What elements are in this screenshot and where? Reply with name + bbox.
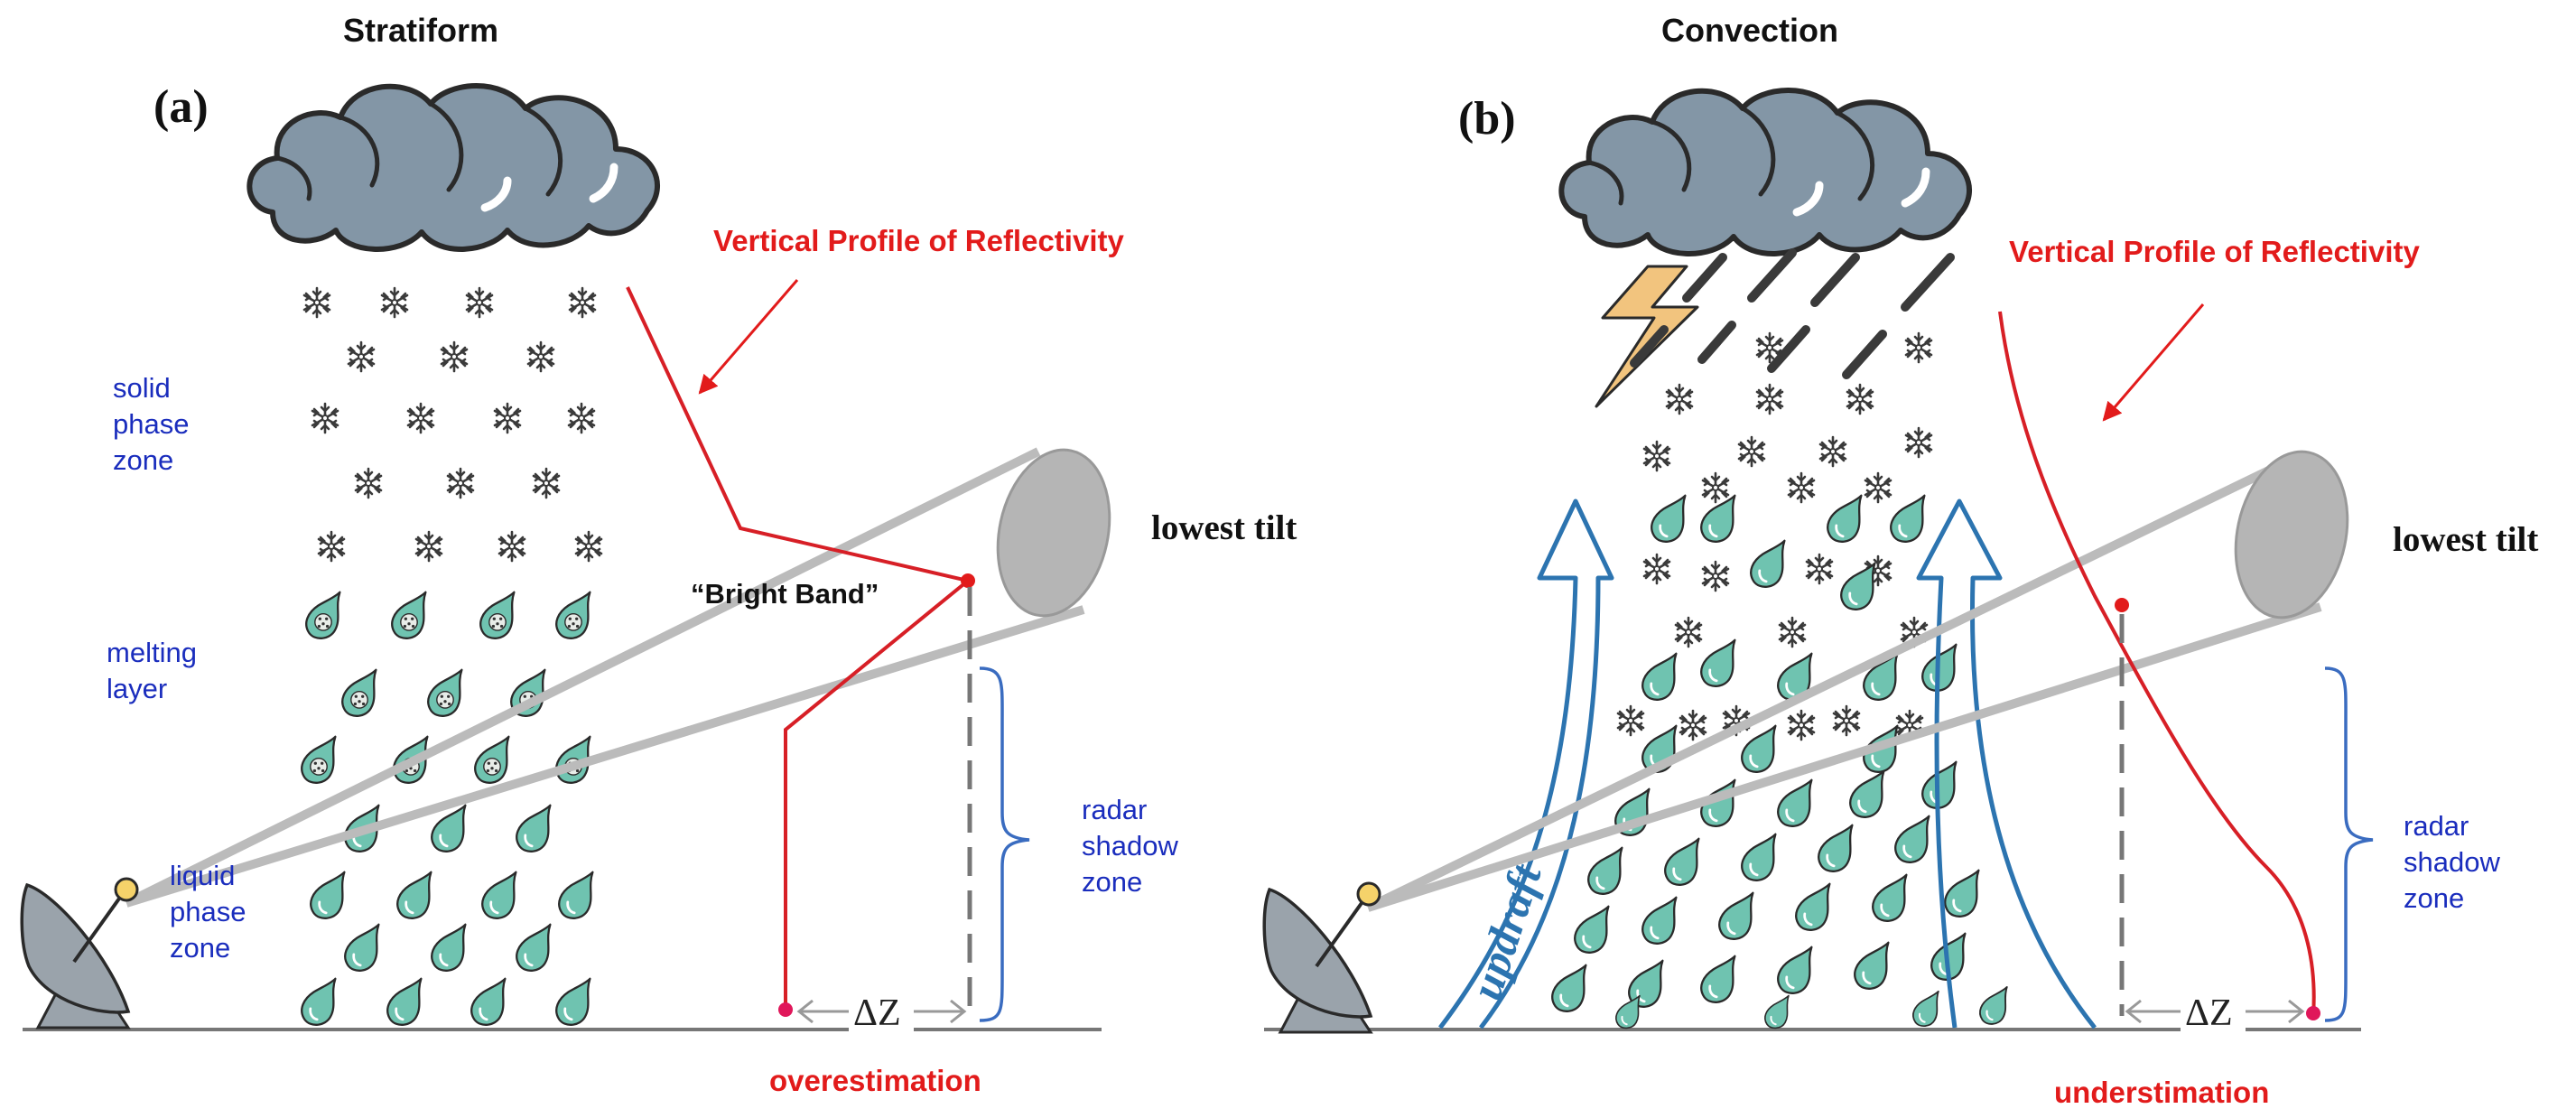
delta-z-label-b: ΔZ bbox=[2185, 992, 2233, 1034]
brace-icon bbox=[979, 666, 1030, 1022]
beam-point-b bbox=[2115, 598, 2129, 612]
radar-beam-b bbox=[1365, 450, 2349, 912]
beam-cone-a bbox=[996, 448, 1111, 618]
bright-band-label: “Bright Band” bbox=[691, 578, 879, 610]
lowest-tilt-label-b: lowest tilt bbox=[2393, 520, 2538, 559]
cloud-icon bbox=[249, 86, 657, 249]
beam-cone-b bbox=[2234, 450, 2349, 620]
svg-text:radar: radar bbox=[1082, 794, 1147, 825]
delta-z-b: ΔZ bbox=[2125, 992, 2305, 1034]
svg-text:melting: melting bbox=[107, 637, 197, 668]
radar-dish-icon bbox=[1262, 881, 1381, 1034]
delta-z-label-a: ΔZ bbox=[853, 992, 901, 1034]
panel-a: Stratiform (a) bbox=[20, 12, 1297, 1097]
lowest-tilt-label-a: lowest tilt bbox=[1151, 508, 1297, 547]
radar-dish-icon bbox=[20, 877, 139, 1029]
svg-text:zone: zone bbox=[170, 932, 230, 964]
updraft-arrow-icon bbox=[1438, 498, 2097, 1029]
delta-z-a: ΔZ bbox=[796, 992, 967, 1034]
panel-a-heading: Stratiform bbox=[343, 12, 498, 49]
svg-text:solid: solid bbox=[113, 372, 171, 404]
cloud-icon bbox=[1561, 90, 1969, 254]
surface-point-a bbox=[778, 1002, 793, 1017]
svg-text:shadow: shadow bbox=[1082, 830, 1178, 862]
svg-text:zone: zone bbox=[1082, 866, 1142, 898]
svg-text:shadow: shadow bbox=[2404, 846, 2500, 878]
svg-text:layer: layer bbox=[107, 673, 167, 704]
shadow-zone-label-b: radar shadow zone bbox=[2404, 810, 2500, 914]
bright-band-point bbox=[961, 573, 975, 588]
surface-point-b bbox=[2306, 1006, 2320, 1020]
svg-text:zone: zone bbox=[113, 444, 173, 476]
panel-b: Convection (b) bbox=[1262, 12, 2538, 1109]
vpr-label-a: Vertical Profile of Reflectivity bbox=[713, 224, 1124, 257]
vpr-profile-a bbox=[626, 286, 972, 1010]
zone-liquid-label: liquid phase zone bbox=[170, 860, 246, 964]
estimate-label-a: overestimation bbox=[769, 1064, 981, 1097]
svg-text:zone: zone bbox=[2404, 882, 2464, 914]
svg-text:phase: phase bbox=[113, 408, 189, 440]
snowflake-icon bbox=[302, 286, 603, 563]
svg-text:radar: radar bbox=[2404, 810, 2469, 842]
shadow-zone-label-a: radar shadow zone bbox=[1082, 794, 1178, 898]
vpr-label-b: Vertical Profile of Reflectivity bbox=[2009, 235, 2420, 268]
vpr-profile-b bbox=[1998, 311, 2316, 1017]
panel-a-letter: (a) bbox=[153, 81, 209, 133]
radar-beam-a bbox=[124, 447, 1111, 908]
rain-streaks bbox=[1630, 248, 1955, 379]
panel-b-heading: Convection bbox=[1661, 12, 1838, 49]
vpr-arrow-a bbox=[698, 279, 799, 395]
svg-text:phase: phase bbox=[170, 896, 246, 927]
svg-text:liquid: liquid bbox=[170, 860, 235, 891]
panel-b-letter: (b) bbox=[1458, 93, 1516, 144]
lightning-icon bbox=[1595, 265, 1699, 408]
estimate-label-b: understimation bbox=[2054, 1076, 2269, 1109]
vpr-arrow-b bbox=[2102, 303, 2205, 422]
zone-melting-label: melting layer bbox=[107, 637, 197, 704]
zone-solid-label: solid phase zone bbox=[113, 372, 189, 476]
brace-icon bbox=[2324, 666, 2374, 1022]
